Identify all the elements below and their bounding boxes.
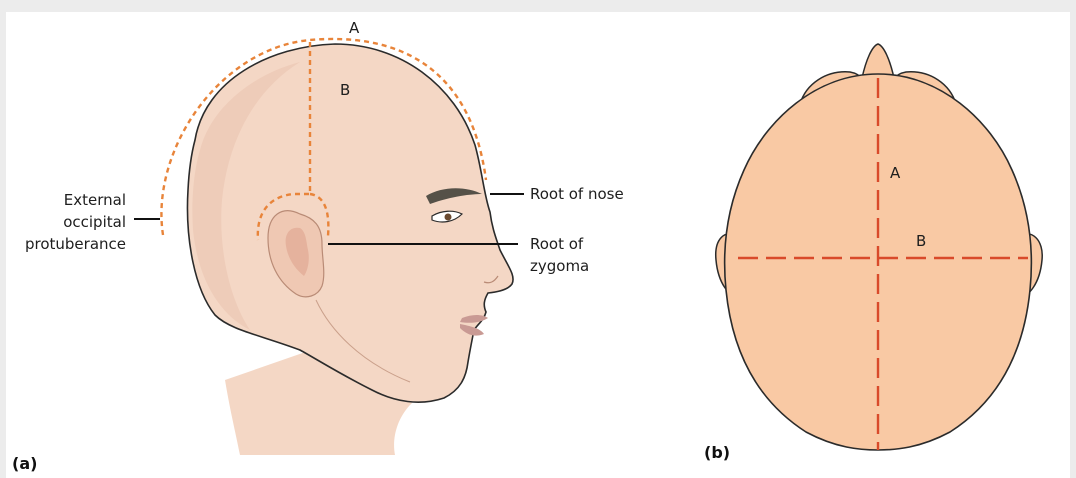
label-axis-a: A: [890, 164, 901, 182]
nose: [862, 44, 894, 78]
label-occipital-line3: protuberance: [25, 235, 126, 253]
panel-b-tag: (b): [704, 443, 730, 462]
label-occipital-line1: External: [64, 191, 126, 209]
label-axis-b: B: [916, 232, 926, 250]
label-root-of-nose: Root of nose: [530, 185, 624, 203]
label-root-of-zygoma-line1: Root of: [530, 235, 584, 253]
label-arc-a: A: [349, 19, 360, 37]
label-line-b: B: [340, 81, 350, 99]
label-root-of-zygoma-line2: zygoma: [530, 257, 589, 275]
iris: [445, 214, 452, 221]
panel-a-tag: (a): [12, 454, 37, 473]
side-view-head: [187, 44, 513, 455]
label-occipital-line2: occipital: [63, 213, 126, 231]
